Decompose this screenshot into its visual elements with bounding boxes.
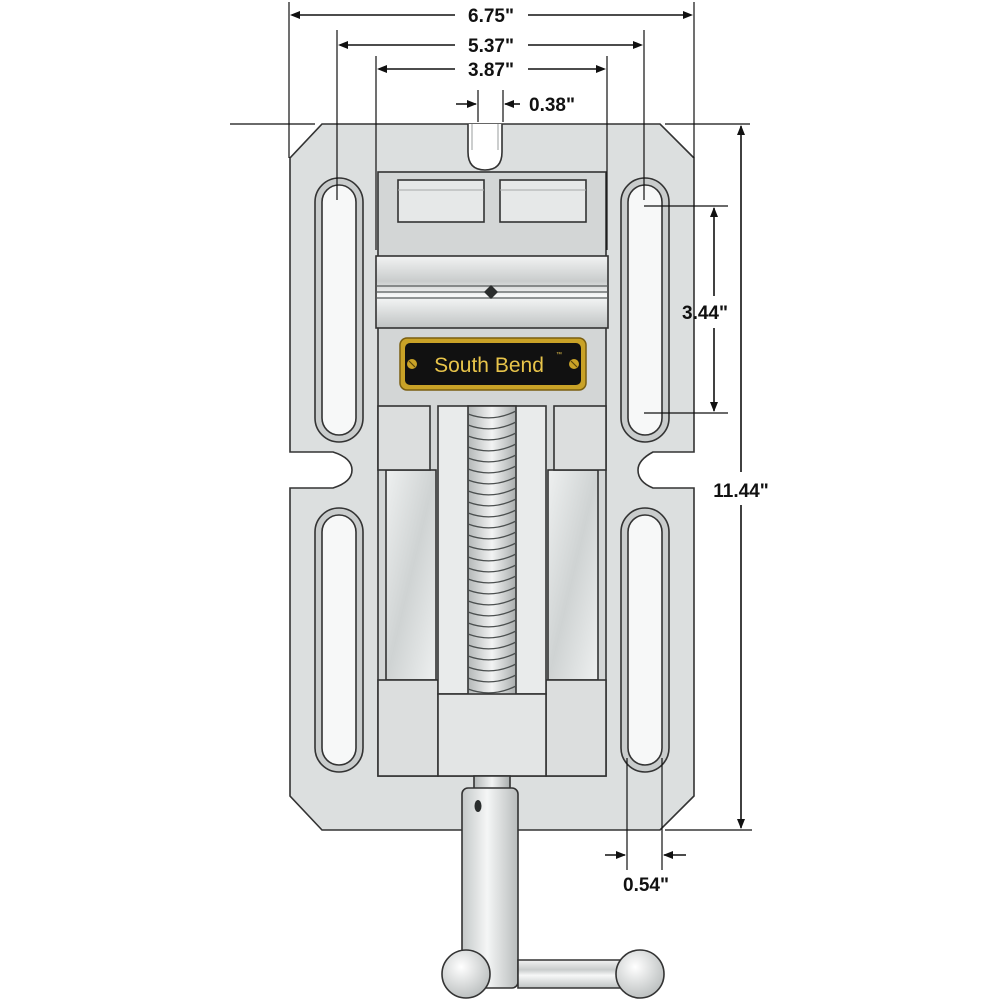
screw-thread [467, 674, 517, 683]
brand-plate: South Bend ™ [399, 337, 587, 391]
lead-screw [467, 405, 517, 697]
screw-thread [467, 542, 517, 551]
screw-thread [467, 443, 517, 452]
screw-thread [467, 586, 517, 595]
screw-thread [467, 630, 517, 639]
screw-thread [467, 652, 517, 661]
screw-thread [467, 498, 517, 507]
screw-thread [467, 619, 517, 628]
screw-thread [467, 487, 517, 496]
screw-thread [467, 553, 517, 562]
screw-thread [467, 608, 517, 617]
mounting-slots [314, 177, 670, 773]
handle-knob-left [441, 949, 491, 999]
guide-rail-right [547, 469, 599, 681]
vise-body [375, 171, 609, 777]
screw-thread [467, 531, 517, 540]
screw-thread [467, 641, 517, 650]
screw-thread [467, 465, 517, 474]
dim-overall-length: 11.44" [713, 481, 769, 502]
vise-handle [441, 775, 665, 999]
screw-thread [467, 597, 517, 606]
brand-trademark: ™ [556, 351, 562, 358]
screw-thread [467, 509, 517, 518]
handle-shaft [461, 787, 519, 989]
jaw-pivot-icon [484, 285, 498, 299]
screw-thread [467, 564, 517, 573]
screw-thread [467, 476, 517, 485]
center-slot [467, 124, 503, 171]
screw-thread [467, 421, 517, 430]
handle-knob-right [615, 949, 665, 999]
screw-thread [467, 454, 517, 463]
fixed-jaw-left [397, 179, 485, 223]
screw-thread [467, 410, 517, 419]
screw-thread [467, 520, 517, 529]
dim-center-slot-width: 0.38" [529, 95, 575, 116]
dim-overall-width: 6.75" [468, 6, 514, 27]
brand-label: South Bend [434, 354, 544, 377]
screw-thread [467, 575, 517, 584]
guide-rail-left [385, 469, 437, 681]
dimension-lines: 6.75" 5.37" 3.87" 0.38" 3.44" 11.44" [230, 2, 769, 896]
screw-thread [467, 663, 517, 672]
dim-jaw-width: 3.87" [468, 60, 514, 81]
dim-outer-slot-spacing: 5.37" [468, 36, 514, 57]
screw-thread [467, 432, 517, 441]
screw-thread [467, 685, 517, 694]
dim-jaw-opening: 3.44" [682, 303, 728, 324]
dim-slot-width: 0.54" [623, 875, 669, 896]
screw-end-block [437, 693, 547, 777]
fixed-jaw-right [499, 179, 587, 223]
